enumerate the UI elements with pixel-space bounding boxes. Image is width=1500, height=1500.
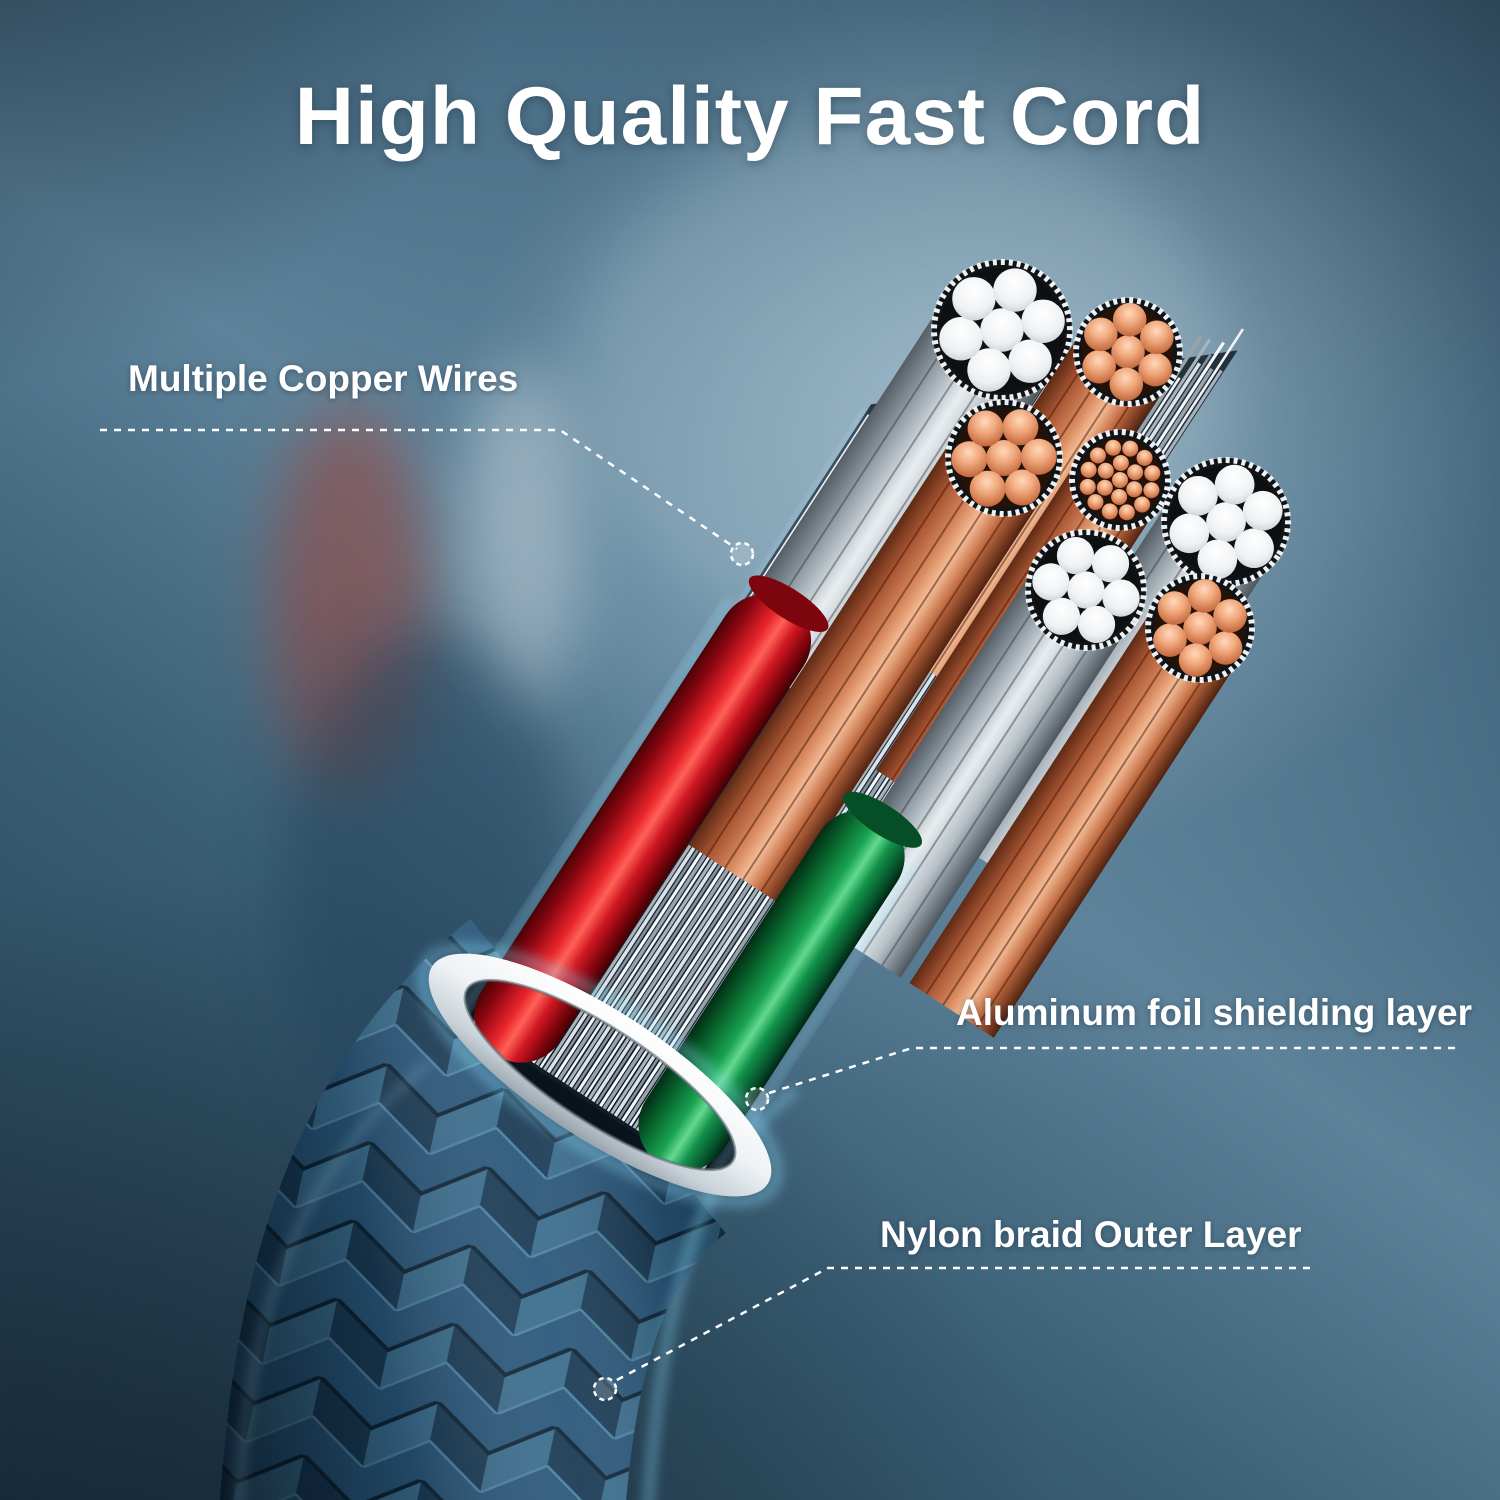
callout-markers — [592, 541, 770, 1402]
callout-line-foil — [765, 1046, 1455, 1096]
label-aluminum-foil-shielding: Aluminum foil shielding layer — [956, 992, 1473, 1033]
callout-marker-copper — [729, 541, 755, 567]
callout-line-copper — [100, 428, 738, 551]
copper-wire-bundles — [688, 259, 1291, 1038]
ring-glow — [418, 943, 782, 1207]
insulated-wires — [418, 575, 923, 1207]
copper-wire-bundle — [909, 573, 1255, 1038]
red-wire — [474, 594, 812, 1063]
copper-wire-bundle — [688, 399, 1063, 904]
white-jacket-ring — [428, 953, 772, 1197]
callout-lines — [100, 428, 1455, 1384]
label-nylon-braid-outer: Nylon braid Outer Layer — [880, 1214, 1302, 1255]
callout-marker-nylon — [592, 1376, 618, 1402]
callout-marker-foil — [744, 1086, 770, 1112]
label-multiple-copper-wires: Multiple Copper Wires — [128, 358, 519, 399]
page-title: High Quality Fast Cord — [294, 71, 1206, 162]
callout-line-nylon — [612, 1266, 1310, 1384]
